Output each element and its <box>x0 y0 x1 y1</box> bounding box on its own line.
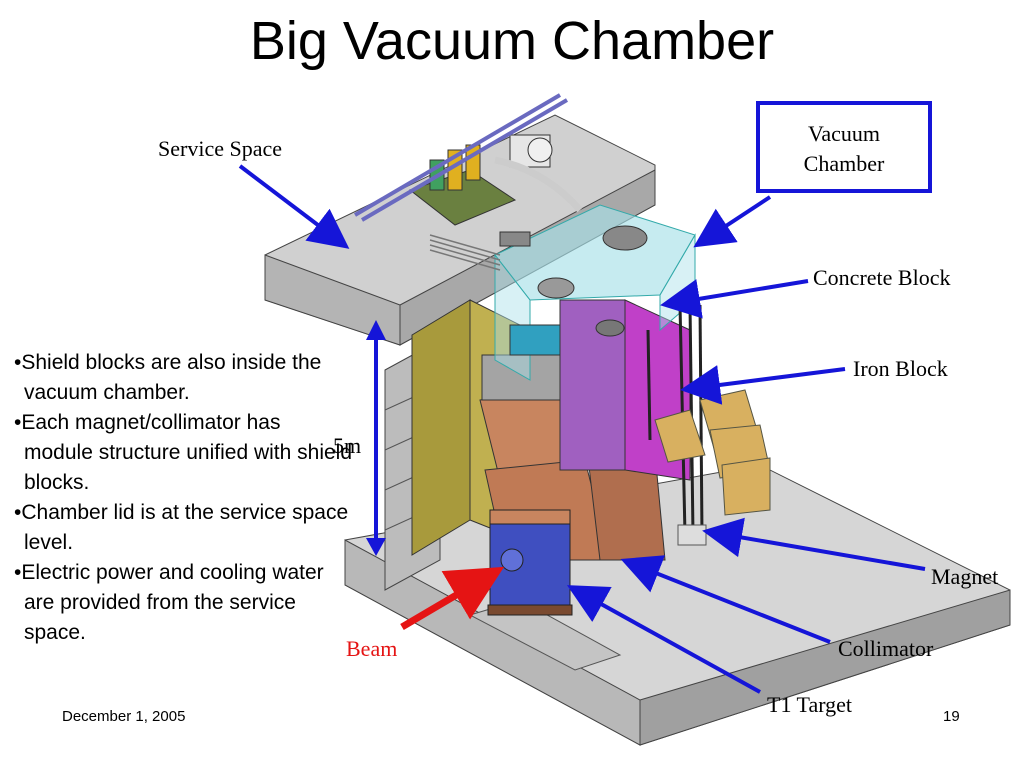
label-vacuum-chamber-line1: Vacuum <box>807 121 881 146</box>
bullet-item: •Each magnet/collimator has module struc… <box>14 411 353 494</box>
label-concrete-block: Concrete Block <box>813 265 951 290</box>
bullet-item: •Electric power and cooling water are pr… <box>14 561 324 644</box>
arrow-concrete-block <box>660 279 809 319</box>
label-service-space: Service Space <box>158 136 282 161</box>
arrow-iron-block <box>680 365 846 405</box>
label-magnet: Magnet <box>931 564 999 589</box>
annotation-arrows <box>238 164 926 694</box>
label-vacuum-chamber-line2: Chamber <box>803 151 885 176</box>
label-t1-target: T1 Target <box>767 692 853 717</box>
footer-page-number: 19 <box>943 708 960 725</box>
arrow-collimator <box>620 555 831 644</box>
olive-shield-block <box>411 299 471 556</box>
arrow-t1-target <box>567 585 761 694</box>
t1-target-assembly <box>487 509 573 616</box>
bullet-item: •Chamber lid is at the service space lev… <box>14 501 349 554</box>
footer-date: December 1, 2005 <box>62 708 186 725</box>
label-5m: 5m <box>333 433 362 458</box>
label-vacuum-chamber-box: Vacuum Chamber <box>756 101 932 193</box>
arrow-vacuum-chamber <box>693 195 772 248</box>
label-collimator: Collimator <box>838 636 934 661</box>
cable-housing <box>677 524 707 546</box>
beam-arrow <box>400 566 505 631</box>
arrow-service-space <box>238 164 350 249</box>
arrow-magnet <box>702 517 926 571</box>
label-beam: Beam <box>346 636 398 661</box>
page-title: Big Vacuum Chamber <box>249 11 775 71</box>
bullet-list: •Shield blocks are also inside the vacuu… <box>12 348 352 648</box>
label-iron-block: Iron Block <box>853 356 948 381</box>
five-m-dimension <box>366 320 386 556</box>
bullet-item: •Shield blocks are also inside the vacuu… <box>14 351 322 404</box>
inner-panel <box>481 354 561 401</box>
iron-block <box>559 299 691 481</box>
service-equipment <box>353 93 583 356</box>
magnet-modules <box>654 389 771 516</box>
